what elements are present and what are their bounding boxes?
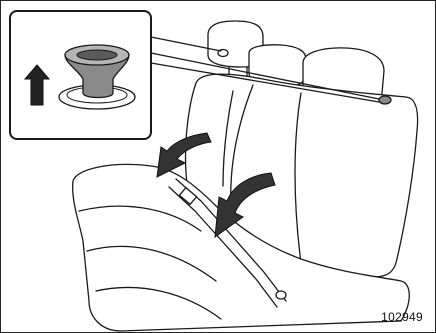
inset-detail — [10, 11, 151, 139]
figure-code: 102949 — [381, 310, 423, 324]
lever-knob-small — [379, 96, 391, 104]
